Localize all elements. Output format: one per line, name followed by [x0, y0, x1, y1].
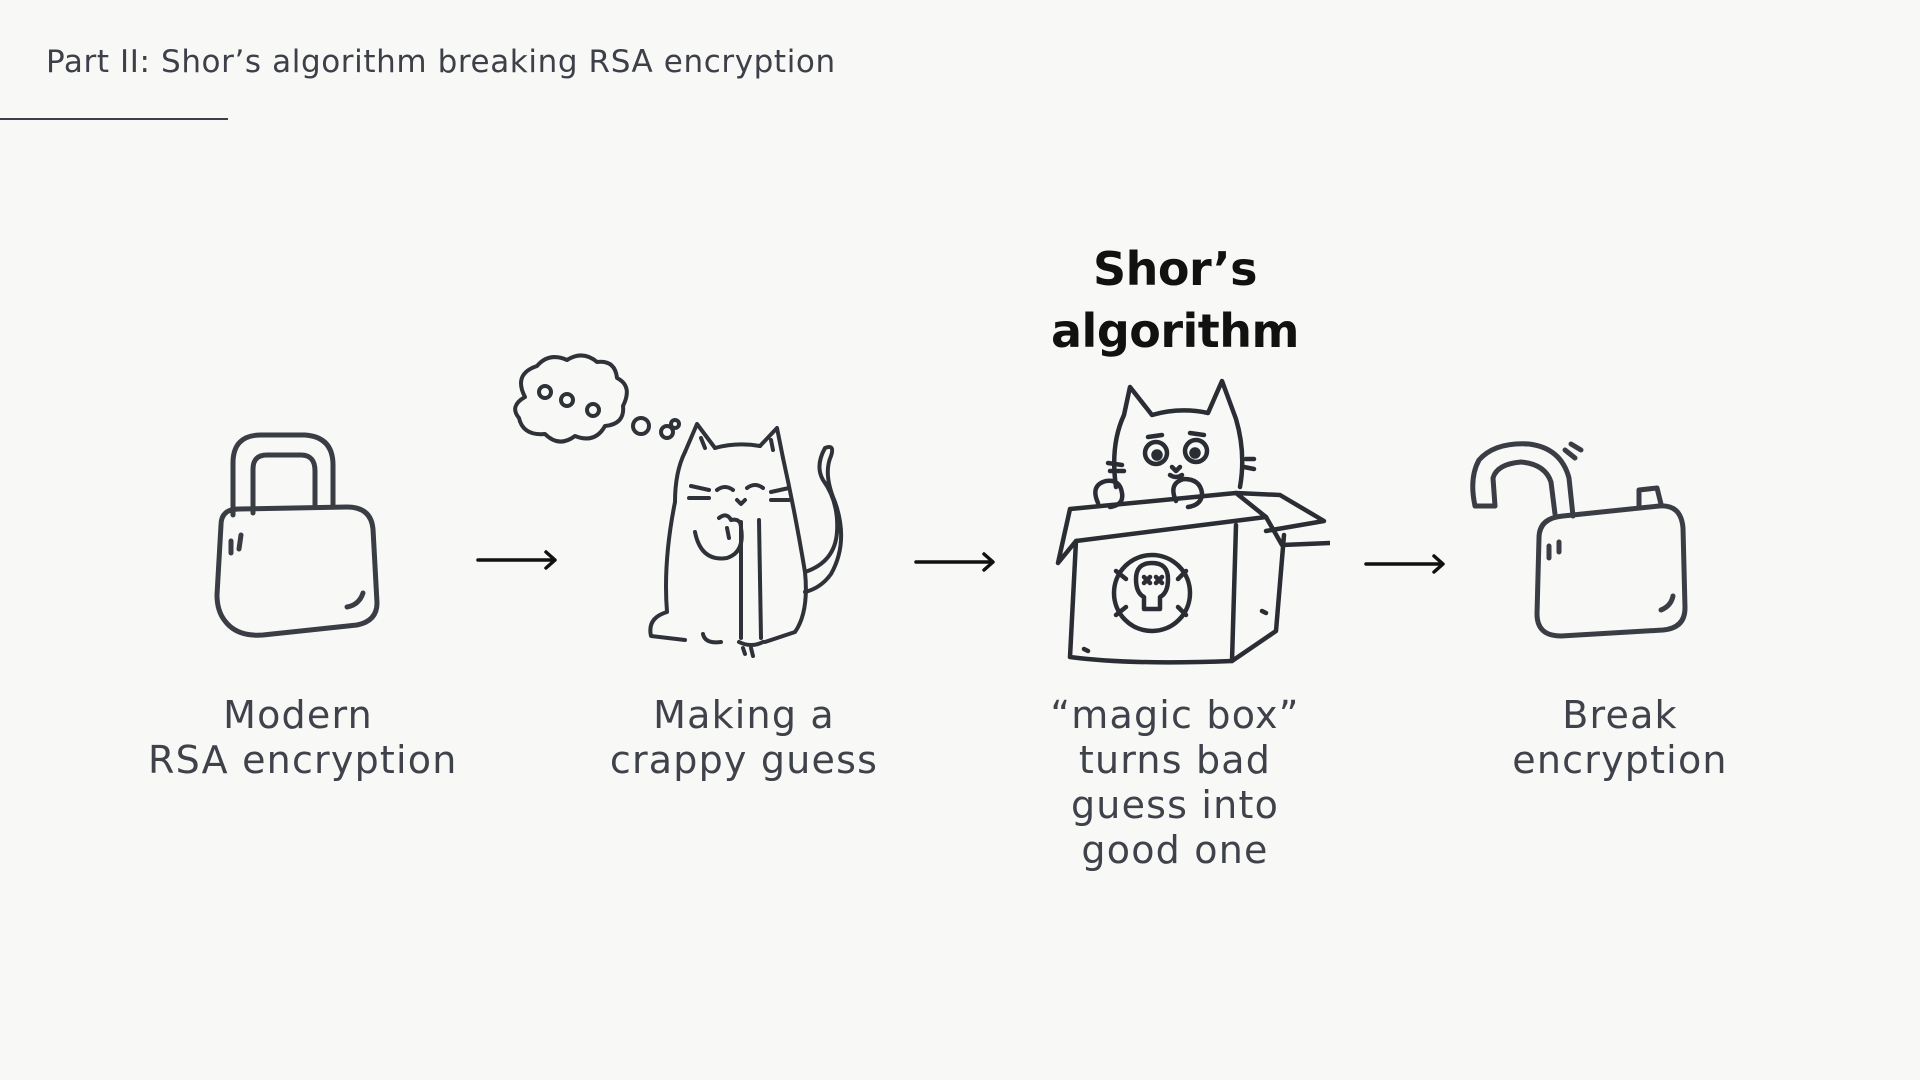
stage-label-crappy-guess: Making a crappy guess — [609, 693, 879, 782]
page-title: Part II: Shor’s algorithm breaking RSA e… — [46, 44, 836, 80]
thinking-cat-icon — [513, 353, 844, 658]
stage-label-modern-rsa: Modern RSA encryption — [148, 693, 458, 782]
arrow-right-icon — [476, 550, 557, 570]
arrow-right-icon — [1364, 554, 1445, 574]
arrow-right-icon — [914, 552, 995, 572]
stage-label-break-encryption: Break encryption — [1512, 693, 1728, 782]
cat-in-box-icon — [1055, 378, 1330, 665]
lock-icon — [214, 432, 380, 638]
unlocked-padlock-icon — [1470, 441, 1688, 639]
header-divider — [0, 118, 228, 120]
stage-label-magic-box: “magic box” turns bad guess into good on… — [1050, 693, 1300, 872]
shor-algorithm-heading: Shor’s algorithm — [1051, 242, 1299, 358]
